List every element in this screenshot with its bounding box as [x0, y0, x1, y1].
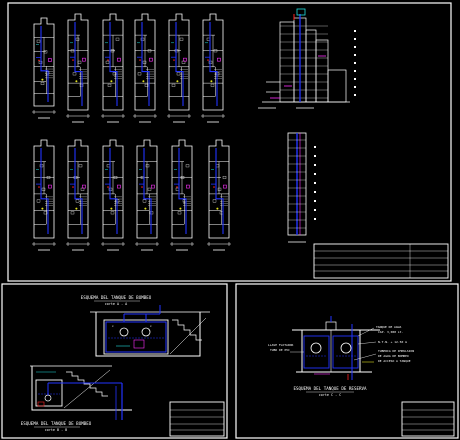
reserve-tank-section-c [290, 316, 380, 380]
title-block-bottom-right [401, 401, 455, 437]
svg-text:x: x [112, 325, 114, 328]
floor-plans-row-1 [32, 13, 225, 123]
label-left-1: LLAVE FLOTADOR [268, 343, 293, 347]
label-tube-3: DE ACCESO A TANQUE [378, 359, 411, 363]
floor-plan [170, 139, 194, 251]
tank-subtitle: corte C - C [319, 393, 341, 397]
label-tube-2: DE AGUA DE BOMBEO [378, 354, 409, 358]
sheet-bottom-right-frame [235, 283, 459, 439]
section-b-subtitle: corte B - B [45, 428, 67, 432]
title-block-top [313, 243, 449, 279]
floor-plan [167, 13, 191, 123]
sheet-bottom-right: TANQUE DE AGUA CAP. 3,000 Lt. N.T.N. + 1… [235, 283, 459, 439]
floor-plan [135, 139, 159, 251]
floor-plan [201, 13, 225, 123]
svg-text:x: x [150, 325, 152, 328]
floor-plan [207, 139, 231, 251]
section-a-title: ESQUEMA DEL TANQUE DE BOMBEO [81, 295, 152, 300]
floor-plan [101, 13, 125, 123]
label-level: N.T.N. + 12.50 m [378, 340, 407, 344]
label-tank-cap: CAP. 3,000 Lt. [378, 330, 403, 334]
sheet-top [7, 2, 452, 282]
title-block-bottom-left [169, 401, 225, 437]
riser-detail [287, 132, 316, 243]
tank-title: ESQUEMA DEL TANQUE DE RESERVA [293, 386, 367, 391]
floor-plan [133, 13, 157, 123]
floor-plan [32, 17, 56, 119]
label-left-2: TUBO DE PVC [270, 348, 290, 352]
section-a-subtitle: corte A - A [105, 302, 127, 306]
label-tube-1: TUBERIA DE IMPULSION [378, 349, 414, 353]
floor-plan [32, 139, 56, 251]
pump-tank-section-b [30, 365, 132, 420]
building-section-elevation [258, 8, 356, 109]
floor-plans-row-2 [32, 139, 231, 251]
section-b-title: ESQUEMA DEL TANQUE DE BOMBEO [21, 421, 92, 426]
sheet-bottom-left: ESQUEMA DEL TANQUE DE BOMBEO corte A - A… [1, 283, 228, 439]
floor-plan [66, 13, 90, 123]
pump-tank-section-a: xx [90, 305, 210, 357]
sheet-top-frame [7, 2, 452, 282]
label-tank: TANQUE DE AGUA [376, 325, 401, 329]
floor-plan [66, 139, 90, 251]
sheet-bottom-left-frame [1, 283, 228, 439]
floor-plan [101, 139, 125, 251]
